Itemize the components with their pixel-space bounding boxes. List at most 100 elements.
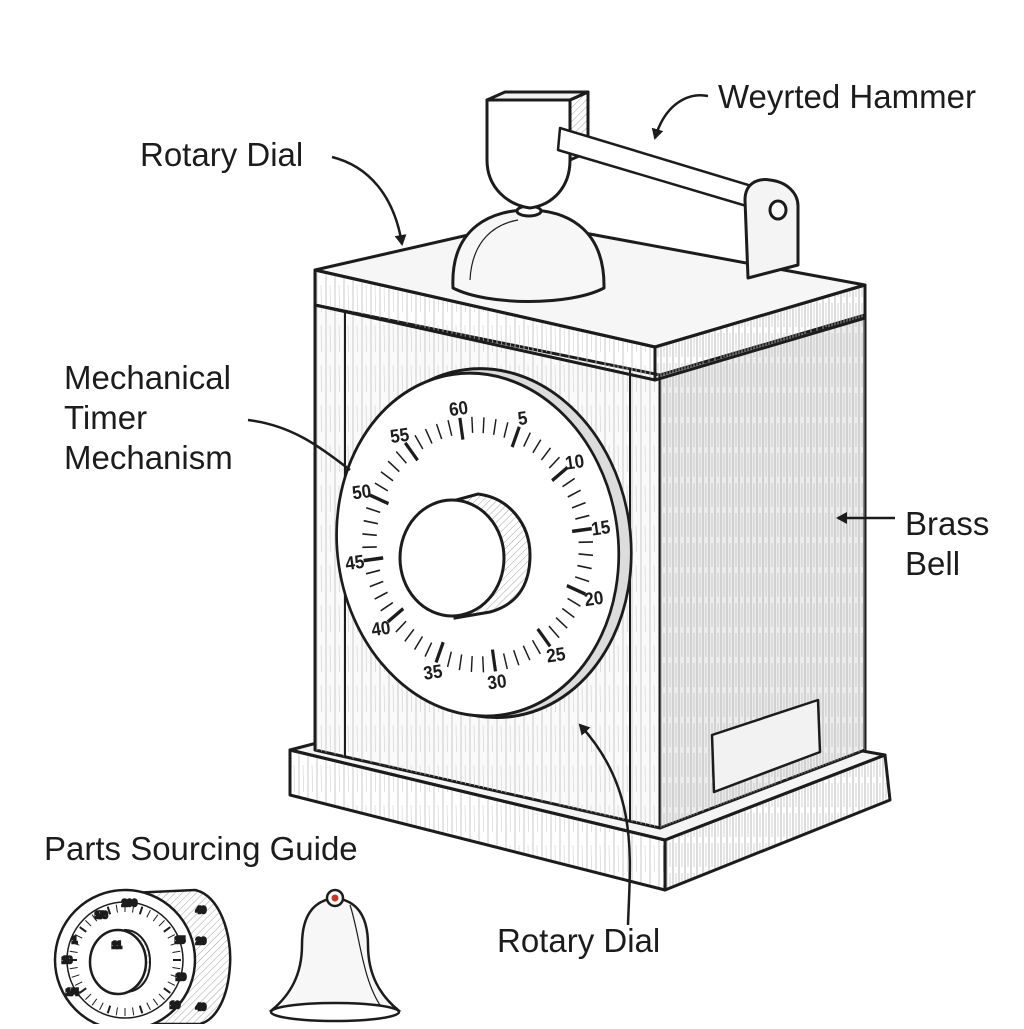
dial-minor-tick bbox=[548, 456, 561, 469]
dial-number: 20 bbox=[583, 587, 605, 610]
part-dial-tick bbox=[146, 1002, 151, 1011]
label-mechanical-line3: Mechanism bbox=[64, 439, 233, 476]
mechanical-timer-arrow bbox=[247, 418, 351, 471]
dial-major-tick bbox=[510, 426, 521, 448]
part-timer-dial: 11 200 40 15 18 20 1 1/4 10 1/6 10 40 bbox=[53, 888, 232, 1029]
part-dial-tick bbox=[74, 981, 83, 986]
part-dial-number: 200 bbox=[122, 898, 137, 908]
dial-minor-tick bbox=[522, 645, 531, 661]
part-dial-number: 1/6 bbox=[95, 910, 108, 920]
part-dial-tick bbox=[138, 1005, 144, 1014]
dial-minor-tick bbox=[471, 416, 474, 433]
dial-minor-tick bbox=[555, 617, 568, 629]
dial-minor-tick bbox=[362, 546, 377, 549]
part-dial-tick bbox=[91, 914, 98, 922]
dial-minor-tick bbox=[562, 477, 576, 488]
part-dial-tick bbox=[132, 1007, 135, 1016]
dial-minor-tick bbox=[387, 460, 400, 473]
dial-major-tick bbox=[551, 465, 569, 483]
dial-number: 25 bbox=[545, 643, 567, 666]
part-dial-tick bbox=[74, 934, 83, 939]
dial-minor-tick bbox=[458, 654, 463, 671]
part-dial-tick bbox=[170, 942, 179, 946]
bell-assembly bbox=[451, 90, 800, 303]
part-dial-tick bbox=[71, 942, 80, 946]
dial-major-tick bbox=[403, 441, 419, 462]
label-mechanical-line2: Timer bbox=[64, 399, 147, 436]
dial-minor-tick bbox=[363, 519, 379, 525]
dial-number: 50 bbox=[351, 480, 373, 503]
dial-major-tick bbox=[369, 493, 390, 506]
dial-minor-tick bbox=[482, 417, 485, 434]
part-dial-tick bbox=[158, 920, 165, 927]
part-dial-tick bbox=[152, 998, 159, 1006]
part-dial-tick bbox=[167, 934, 176, 939]
dial-minor-tick bbox=[369, 580, 384, 588]
dial-minor-tick bbox=[523, 432, 531, 448]
rotary-dial-bottom-arrow bbox=[578, 723, 632, 926]
dial-minor-tick bbox=[374, 482, 389, 492]
part-dial-number: 10 bbox=[170, 1000, 180, 1010]
part-dial-tick bbox=[138, 906, 144, 915]
dial-major-tick bbox=[386, 607, 405, 624]
dial-minor-tick bbox=[374, 591, 388, 600]
dial-minor-tick bbox=[577, 564, 592, 570]
part-dial-tick bbox=[167, 981, 176, 986]
dial-minor-tick bbox=[567, 489, 581, 498]
dial-number: 60 bbox=[448, 397, 470, 420]
dial-minor-tick bbox=[482, 656, 485, 673]
part-dial-tick bbox=[69, 950, 78, 953]
part-dial-ticks bbox=[69, 904, 181, 1016]
part-dial-tick bbox=[152, 914, 159, 922]
part-dial-tick bbox=[146, 909, 151, 918]
dial-minor-tick bbox=[571, 501, 586, 509]
dial-minor-tick bbox=[578, 553, 594, 557]
label-brass-line2: Bell bbox=[905, 545, 960, 582]
part-dial-tick bbox=[170, 974, 179, 978]
part-dial-tick bbox=[71, 974, 80, 978]
part-dial-tick bbox=[106, 1005, 112, 1014]
part-dial-tick bbox=[99, 1002, 104, 1011]
dial-minor-tick bbox=[512, 649, 520, 666]
weyrted-hammer-arrow bbox=[651, 94, 709, 140]
dial-major-tick bbox=[363, 556, 384, 563]
dial-tick-marks bbox=[362, 416, 594, 673]
part-dial-tick bbox=[79, 987, 87, 994]
part-dial-number: 18 bbox=[62, 955, 72, 965]
dial-number: 5 bbox=[516, 407, 528, 429]
label-parts-sourcing-guide: Parts Sourcing Guide bbox=[44, 830, 358, 867]
label-brass-line1: Brass bbox=[905, 505, 989, 542]
dial-number: 15 bbox=[590, 516, 612, 539]
dial-number: 10 bbox=[564, 450, 586, 473]
diagram-labels: Weyrted Hammer Rotary Dial Mechanical Ti… bbox=[44, 78, 989, 959]
part-dial-tick bbox=[115, 1007, 118, 1016]
part-dial-tick bbox=[106, 906, 112, 915]
part-dial-number: 1 bbox=[72, 935, 77, 945]
part-dial-center: 11 bbox=[112, 940, 122, 950]
part-dial-tick bbox=[132, 904, 135, 913]
dial-major-tick bbox=[536, 627, 552, 648]
dial-minor-tick bbox=[470, 655, 473, 673]
dial-minor-tick bbox=[414, 434, 424, 450]
part-dial-tick bbox=[163, 926, 171, 933]
dial-minor-tick bbox=[395, 450, 407, 464]
part-dial-tick bbox=[99, 909, 104, 918]
dial-minor-tick bbox=[366, 506, 381, 514]
dial-minor-tick bbox=[424, 642, 433, 657]
label-weyrted-hammer: Weyrted Hammer bbox=[718, 78, 976, 115]
part-dial-number: 40 bbox=[196, 1002, 206, 1012]
part-dial-number: 1/4 bbox=[66, 987, 79, 997]
dial-minor-tick bbox=[435, 423, 443, 440]
dial-minor-tick bbox=[502, 653, 509, 670]
dial-minor-tick bbox=[578, 541, 594, 544]
callout-arrows bbox=[247, 94, 895, 926]
part-dial-tick bbox=[115, 904, 118, 913]
part-dial-tick bbox=[79, 926, 87, 933]
part-dial-tick bbox=[85, 920, 92, 927]
part-dial-tick bbox=[172, 967, 181, 970]
dial-minor-tick bbox=[575, 514, 590, 520]
label-mechanical-line1: Mechanical bbox=[64, 359, 231, 396]
dial-minor-tick bbox=[548, 625, 560, 639]
